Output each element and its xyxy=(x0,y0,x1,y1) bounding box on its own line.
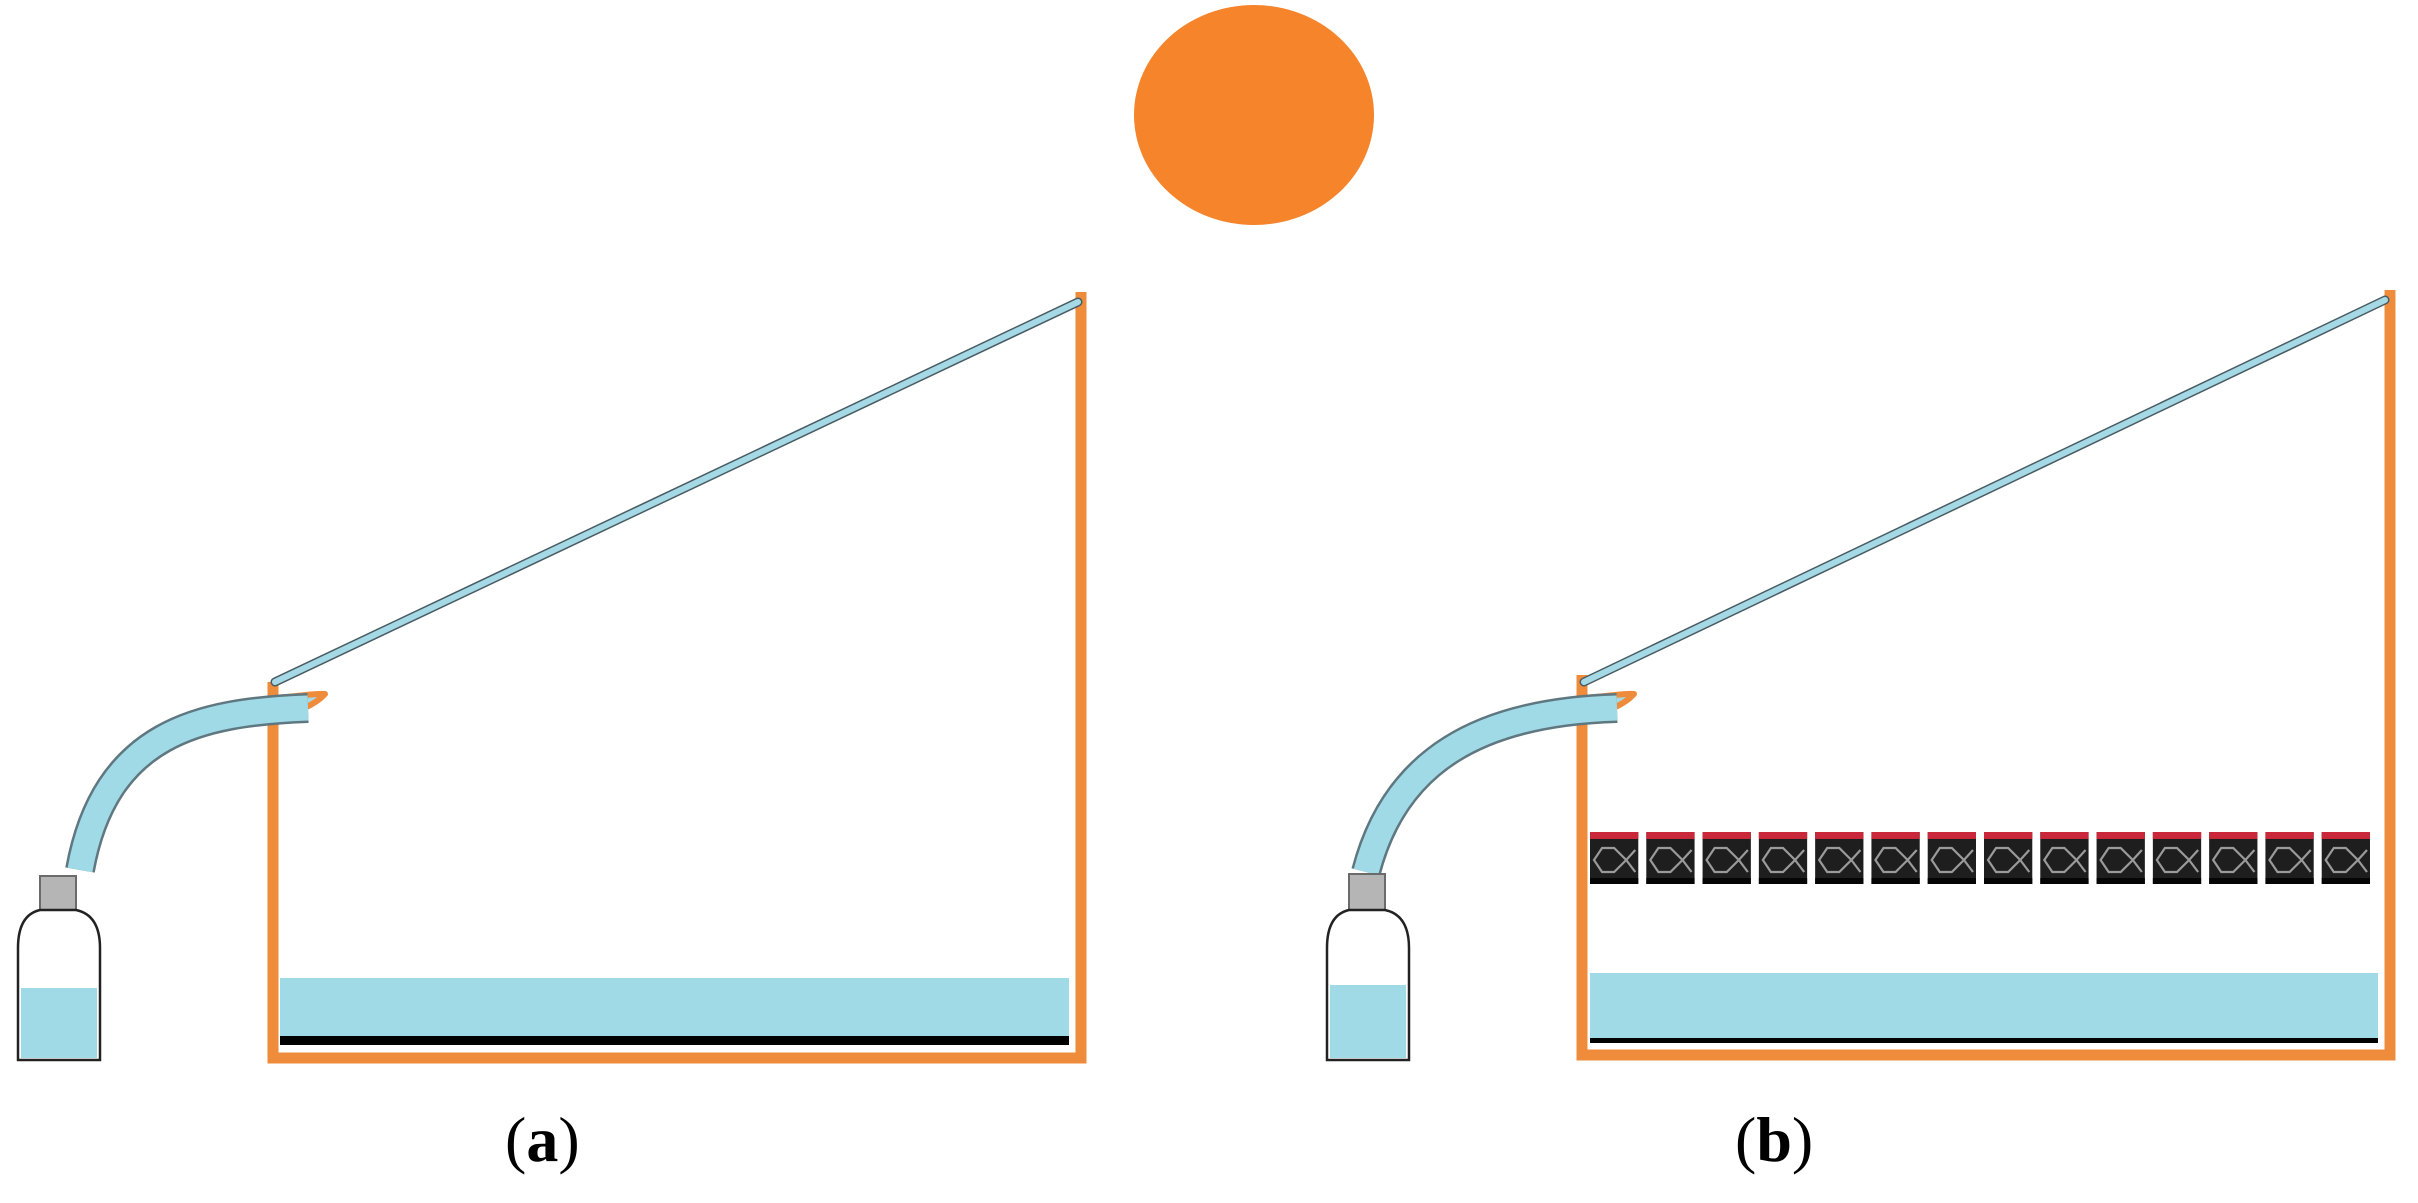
sun-icon xyxy=(1134,5,1374,225)
bottle-outline xyxy=(16,908,102,1062)
outlet-tube xyxy=(67,695,309,873)
collection-bottle-icon xyxy=(16,875,102,1062)
label-close-paren: ) xyxy=(1791,1104,1814,1175)
absorber-tile xyxy=(2265,832,2314,884)
label-open-paren: ( xyxy=(1735,1104,1757,1175)
absorber-tile xyxy=(2321,832,2370,884)
absorber-tile xyxy=(2152,832,2202,884)
label-open-paren: ( xyxy=(505,1104,527,1175)
absorber-tile xyxy=(2096,832,2145,884)
bottle-cap xyxy=(39,875,77,911)
label-letter: b xyxy=(1756,1104,1792,1175)
absorber-tile xyxy=(2040,832,2089,884)
bottle-water xyxy=(1330,985,1406,1058)
absorber-tile xyxy=(2209,832,2258,884)
absorber-tile xyxy=(1927,832,1976,884)
absorber-tile xyxy=(1815,832,1864,884)
glass-cover xyxy=(1581,297,2388,685)
basin-water xyxy=(280,978,1069,1038)
label-close-paren: ) xyxy=(558,1104,580,1175)
glass-cover xyxy=(272,299,1081,685)
absorber-tile xyxy=(1646,832,1695,884)
porous-absorber-layer xyxy=(1590,832,2370,884)
bottle-outline xyxy=(1325,908,1411,1062)
panel-b-solar-still xyxy=(1325,290,2396,1062)
basin-water xyxy=(1590,973,2378,1039)
basin-liner xyxy=(280,1036,1069,1045)
absorber-tile xyxy=(1758,832,1808,884)
panel-a-label: (a) xyxy=(505,1108,580,1172)
panel-b-label: (b) xyxy=(1735,1108,1813,1172)
collection-bottle-icon xyxy=(1325,873,1411,1062)
absorber-tile xyxy=(1871,832,1920,884)
still-frame xyxy=(267,292,1087,1064)
basin-liner xyxy=(1590,1038,2378,1043)
bottle-water xyxy=(21,988,97,1058)
still-frame xyxy=(1576,290,2396,1061)
absorber-tile xyxy=(1702,832,1751,884)
label-letter: a xyxy=(526,1104,559,1175)
outlet-tube xyxy=(1353,695,1618,876)
absorber-tile xyxy=(1590,832,1639,884)
bottle-cap xyxy=(1348,873,1386,911)
panel-a-solar-still xyxy=(16,292,1087,1064)
absorber-tile xyxy=(1984,832,2033,884)
